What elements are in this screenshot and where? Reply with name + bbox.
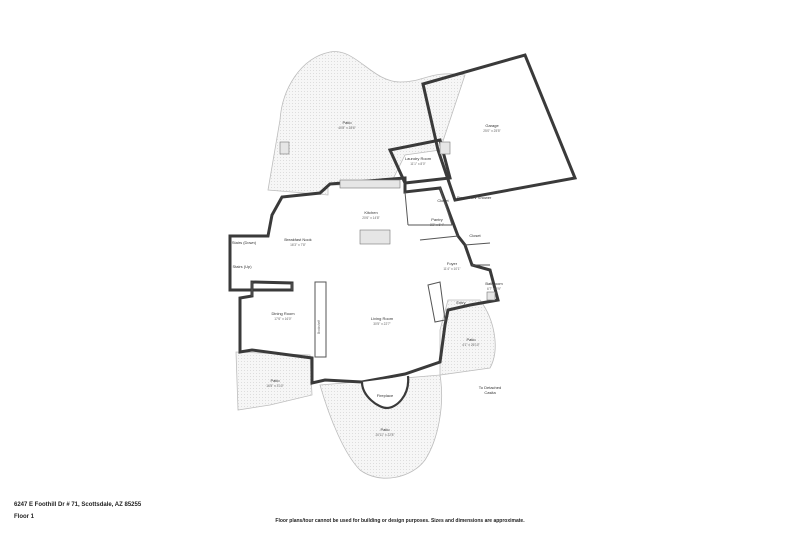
bathroom-dim: 6'7" x 5'9" [487,287,501,291]
kitchen-dim: 20'6" x 14'8" [362,216,379,220]
laundry-walls [387,138,452,185]
patio-top-area [267,51,466,196]
steam-note: Steam Rm/ Shower [457,195,492,200]
patio-right-dim: 4'1" x 26'10" [462,343,479,347]
closet-mid-label: Closet [469,233,481,238]
fireplace-label: Fireplace [377,393,394,398]
living-dim: 30'5" x 22'7" [373,322,390,326]
patio-right-label: Patio [466,337,476,342]
address-text: 6247 E Foothill Dr # 71, Scottsdale, AZ … [14,502,142,508]
foyer-dim: 11'4" x 10'1" [443,267,460,271]
garage-walls [421,53,578,202]
fireplace-shape [360,375,410,410]
disclaimer-text: Floor plans/tour cannot be used for buil… [275,518,525,524]
floor-label: Floor 1 [14,514,35,520]
kitchen-counter [339,179,401,189]
patio-left-label: Patio [270,378,280,383]
garage-dim: 25'0" x 25'5" [483,129,500,133]
laundry-dim: 11'1" x 8'0" [410,162,425,166]
laundry-label: Laundry Room [405,156,432,161]
bathroom-label: Bathroom [485,281,503,286]
foyer-label: Foyer [447,261,458,266]
closet-top-label: Closet [437,198,449,203]
patio-top-label: Patio [342,120,352,125]
pantry-label: Pantry [431,217,443,222]
casita-note-2: Casita [484,390,496,395]
kitchen-label: Kitchen [364,210,377,215]
house-walls [228,176,500,385]
bookshelf-label: Bookshelf [317,320,321,334]
patio-bottom-area [319,374,443,479]
laundry-appliance [439,141,451,155]
pantry-dim: 8'2" x 5'4" [430,223,444,227]
patio-top-dim: 40'8" x 28'6" [338,126,355,130]
dining-dim: 17'6" x 16'0" [274,317,291,321]
patio-left-area [235,351,313,411]
interior-walls [251,187,491,358]
living-label: Living Room [371,316,394,321]
entry-label: Entry [456,300,465,305]
patio-left-dim: 16'5" x 3'10" [266,384,283,388]
stairs-down-label: Stairs (Down) [232,240,257,245]
garage-label: Garage [485,123,499,128]
patio-bottom-label: Patio [380,427,390,432]
patio-bottom-dim: 20'11" x 22'8" [375,433,394,437]
stairs-up-label: Stairs (Up) [232,264,252,269]
stove-fixture [279,141,290,155]
casita-note-1: To Detached [479,385,501,390]
breakfast-label: Breakfast Nook [284,237,311,242]
breakfast-dim: 16'3" x 7'8" [290,243,306,247]
kitchen-island [359,229,391,245]
bath-fixture [486,291,496,301]
dining-label: Dining Room [271,311,295,316]
